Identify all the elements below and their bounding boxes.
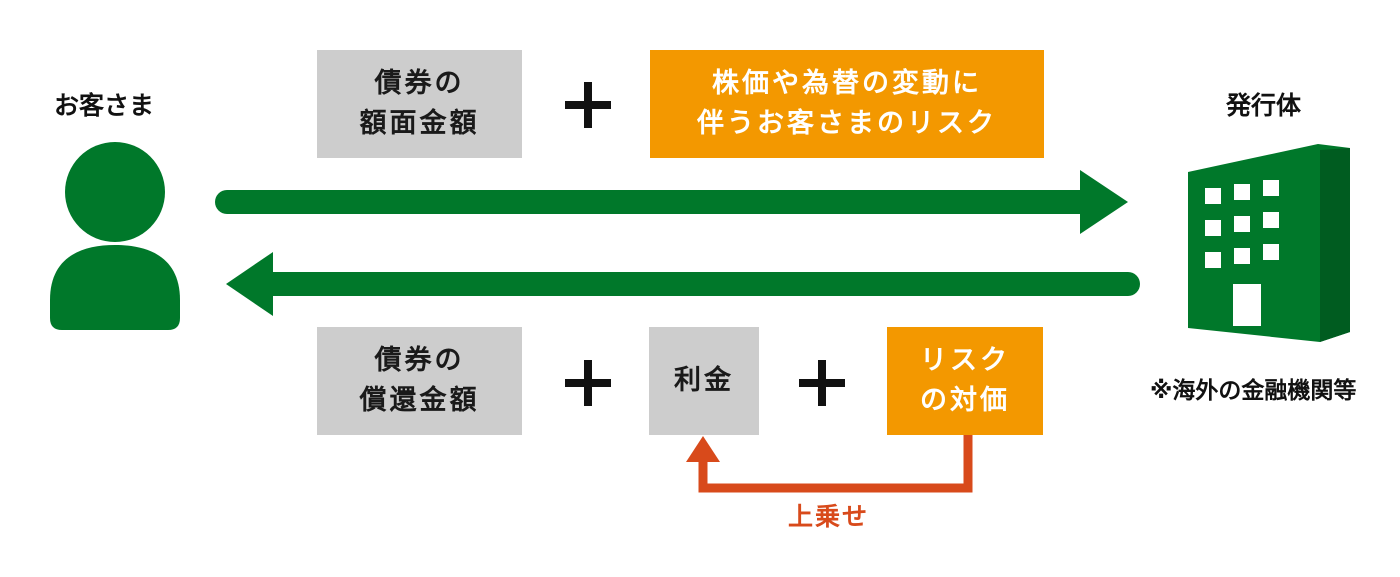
face-amount-line1: 債券の bbox=[374, 68, 465, 99]
interest-label: 利金 bbox=[674, 365, 734, 396]
redemption-amount-box: 債券の 償還金額 bbox=[317, 327, 522, 435]
person-icon bbox=[50, 142, 180, 330]
redemption-line2: 償還金額 bbox=[359, 385, 480, 416]
customer-label: お客さま bbox=[54, 91, 155, 120]
risk-price-box: リスク の対価 bbox=[887, 327, 1043, 435]
plus-icon-top bbox=[565, 82, 611, 128]
plus-icon-bottom-2 bbox=[799, 360, 845, 406]
issuer-note: ※海外の金融機関等 bbox=[1150, 378, 1357, 404]
face-amount-box: 債券の 額面金額 bbox=[317, 50, 522, 158]
redemption-line1: 債券の bbox=[374, 345, 465, 376]
customer-risk-line2: 伴うお客さまのリスク bbox=[697, 108, 997, 139]
issuer-label: 発行体 bbox=[1226, 91, 1302, 120]
markup-label: 上乗せ bbox=[788, 502, 870, 531]
arrow-left bbox=[226, 252, 1140, 316]
markup-arrow bbox=[686, 435, 973, 493]
face-amount-line2: 額面金額 bbox=[359, 108, 480, 139]
customer-risk-line1: 株価や為替の変動に bbox=[712, 68, 982, 99]
risk-price-line2: の対価 bbox=[920, 385, 1010, 416]
plus-icon-bottom-1 bbox=[565, 360, 611, 406]
risk-price-line1: リスク bbox=[920, 345, 1010, 376]
arrow-right bbox=[215, 170, 1128, 234]
customer-risk-box: 株価や為替の変動に 伴うお客さまのリスク bbox=[650, 50, 1044, 158]
interest-box: 利金 bbox=[649, 327, 759, 435]
building-icon bbox=[1188, 144, 1350, 342]
